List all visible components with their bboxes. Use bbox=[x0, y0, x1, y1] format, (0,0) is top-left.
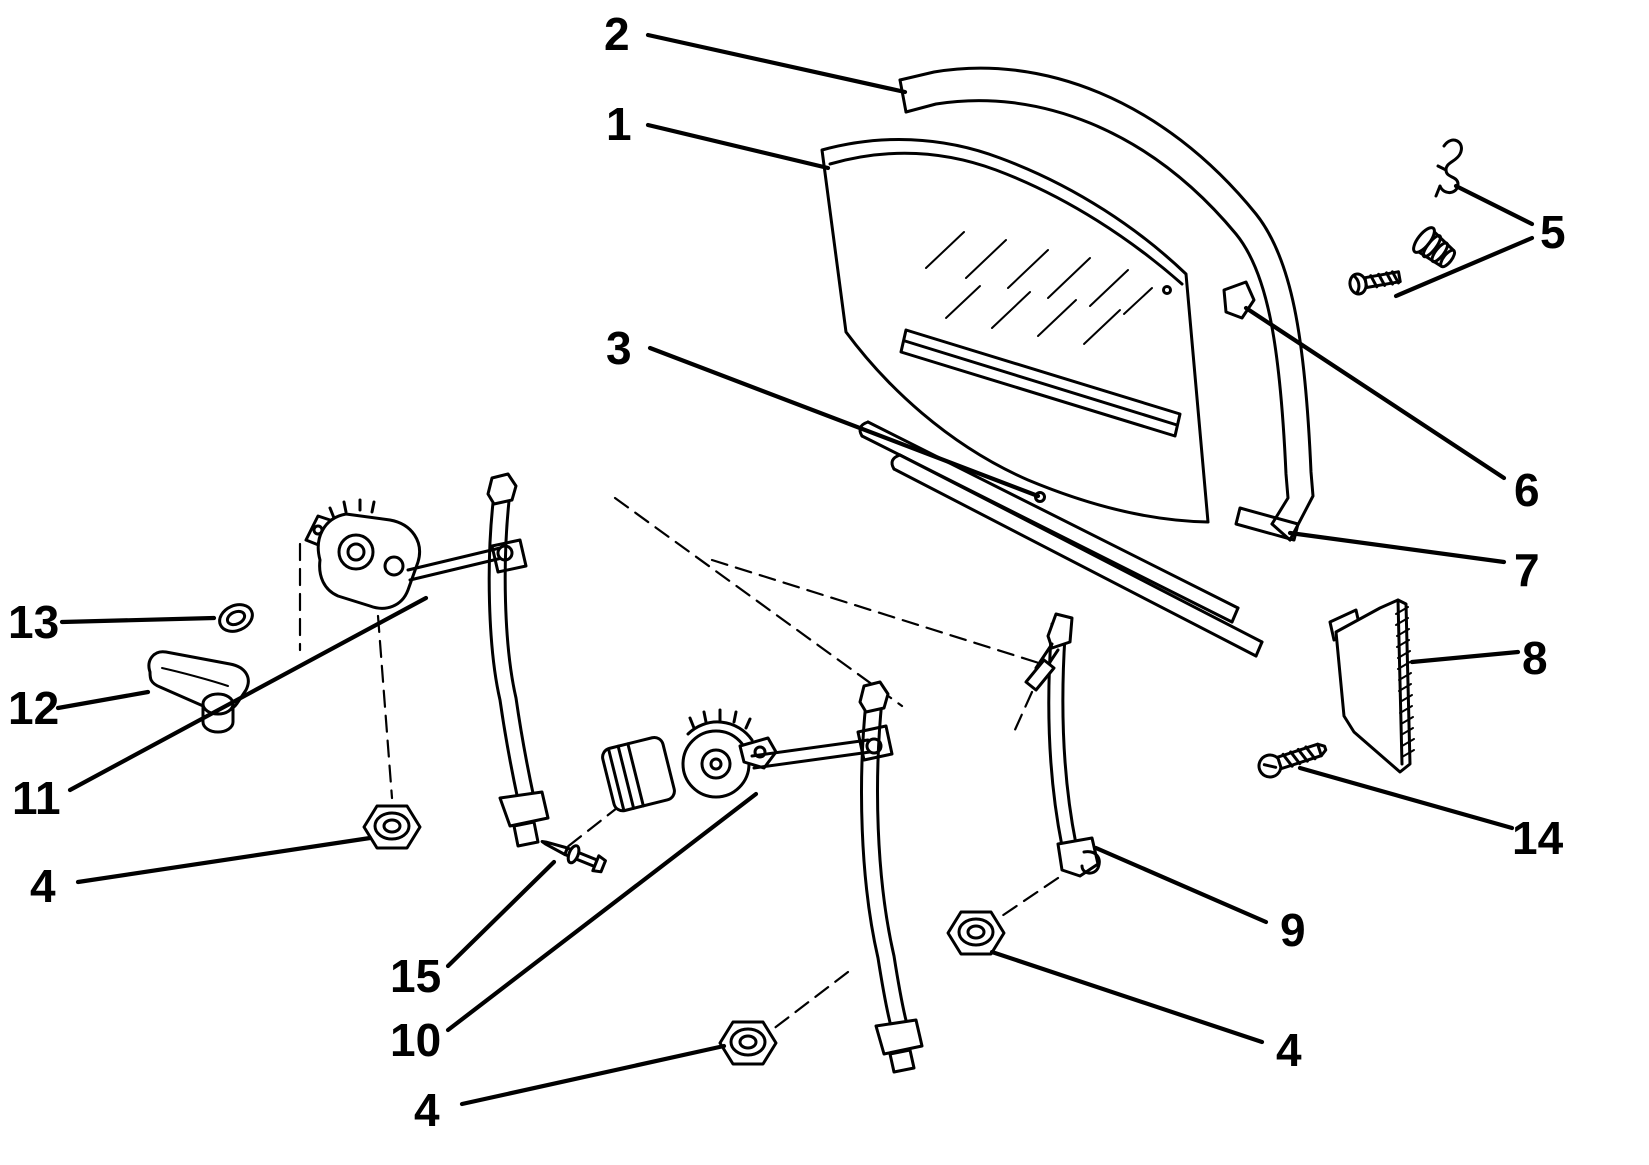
fastener-set bbox=[1348, 138, 1463, 296]
hex-nut-bottom bbox=[718, 1020, 778, 1066]
grommet bbox=[1412, 226, 1457, 269]
callout-label-1: 1 bbox=[606, 98, 632, 150]
hex-nut-right bbox=[946, 910, 1006, 956]
callout-label-12: 12 bbox=[8, 682, 59, 734]
callout-label-4-bottom: 4 bbox=[414, 1084, 440, 1136]
motor-housing bbox=[601, 735, 676, 813]
window-regulator-left bbox=[304, 472, 550, 848]
callout-label-6: 6 bbox=[1514, 464, 1540, 516]
callout-label-9: 9 bbox=[1280, 904, 1306, 956]
leader-4-bottom bbox=[459, 1043, 727, 1107]
leader-2 bbox=[645, 32, 908, 95]
leader-5a bbox=[1453, 183, 1535, 227]
lower-run-channel-strip-2 bbox=[890, 453, 1264, 658]
washer bbox=[218, 603, 254, 633]
bracket-hatching bbox=[1395, 606, 1415, 758]
leader-8 bbox=[1409, 649, 1521, 665]
callout-label-15: 15 bbox=[390, 950, 441, 1002]
window-regulator-motor-assembly bbox=[601, 680, 924, 1074]
leader-lines bbox=[55, 32, 1535, 1107]
glass-run-weatherstrip bbox=[898, 66, 1315, 542]
callout-label-8: 8 bbox=[1522, 632, 1548, 684]
callout-label-11: 11 bbox=[12, 772, 61, 824]
glass-mount-hole bbox=[1162, 285, 1172, 295]
bracket-screw bbox=[1257, 742, 1328, 779]
glass-top-inner-edge bbox=[828, 151, 1184, 286]
leader-12 bbox=[55, 689, 151, 711]
screw-small bbox=[1348, 270, 1402, 296]
leader-15 bbox=[445, 859, 557, 969]
rivet-pin bbox=[540, 840, 607, 874]
leader-13 bbox=[59, 615, 217, 625]
leader-9 bbox=[1093, 845, 1269, 925]
leader-7 bbox=[1287, 530, 1507, 565]
leader-4-right bbox=[989, 949, 1265, 1045]
glass-outline bbox=[820, 138, 1210, 524]
leader-14 bbox=[1297, 765, 1515, 831]
leader-5b bbox=[1393, 235, 1535, 299]
window-crank-handle bbox=[147, 650, 250, 734]
callout-label-14: 14 bbox=[1512, 812, 1564, 864]
leader-10 bbox=[445, 791, 759, 1033]
hex-nut-left bbox=[362, 804, 422, 850]
pivot bbox=[337, 533, 375, 571]
diagram-artwork bbox=[55, 32, 1535, 1107]
callout-label-4-left: 4 bbox=[30, 860, 56, 912]
regulator-guide-rail-right bbox=[1024, 612, 1101, 878]
leader-6 bbox=[1243, 305, 1507, 481]
callout-label-4-right: 4 bbox=[1276, 1024, 1302, 1076]
callout-labels: 2 1 3 5 6 7 8 14 9 4 13 12 11 4 15 10 4 bbox=[8, 8, 1566, 1136]
leader-4-left bbox=[75, 835, 373, 885]
leader-1 bbox=[645, 122, 831, 171]
callout-label-7: 7 bbox=[1514, 544, 1540, 596]
mounting-bracket bbox=[1328, 598, 1415, 774]
spring-clip bbox=[1434, 138, 1463, 198]
leader-11 bbox=[67, 595, 429, 793]
callout-label-10: 10 bbox=[390, 1014, 441, 1066]
leader-3 bbox=[647, 345, 1041, 499]
callout-label-2: 2 bbox=[604, 8, 630, 60]
door-window-glass bbox=[820, 138, 1210, 524]
glass-reflection-lines bbox=[925, 231, 1153, 345]
callout-label-5: 5 bbox=[1540, 206, 1566, 258]
callout-label-13: 13 bbox=[8, 596, 59, 648]
callout-label-3: 3 bbox=[606, 322, 632, 374]
